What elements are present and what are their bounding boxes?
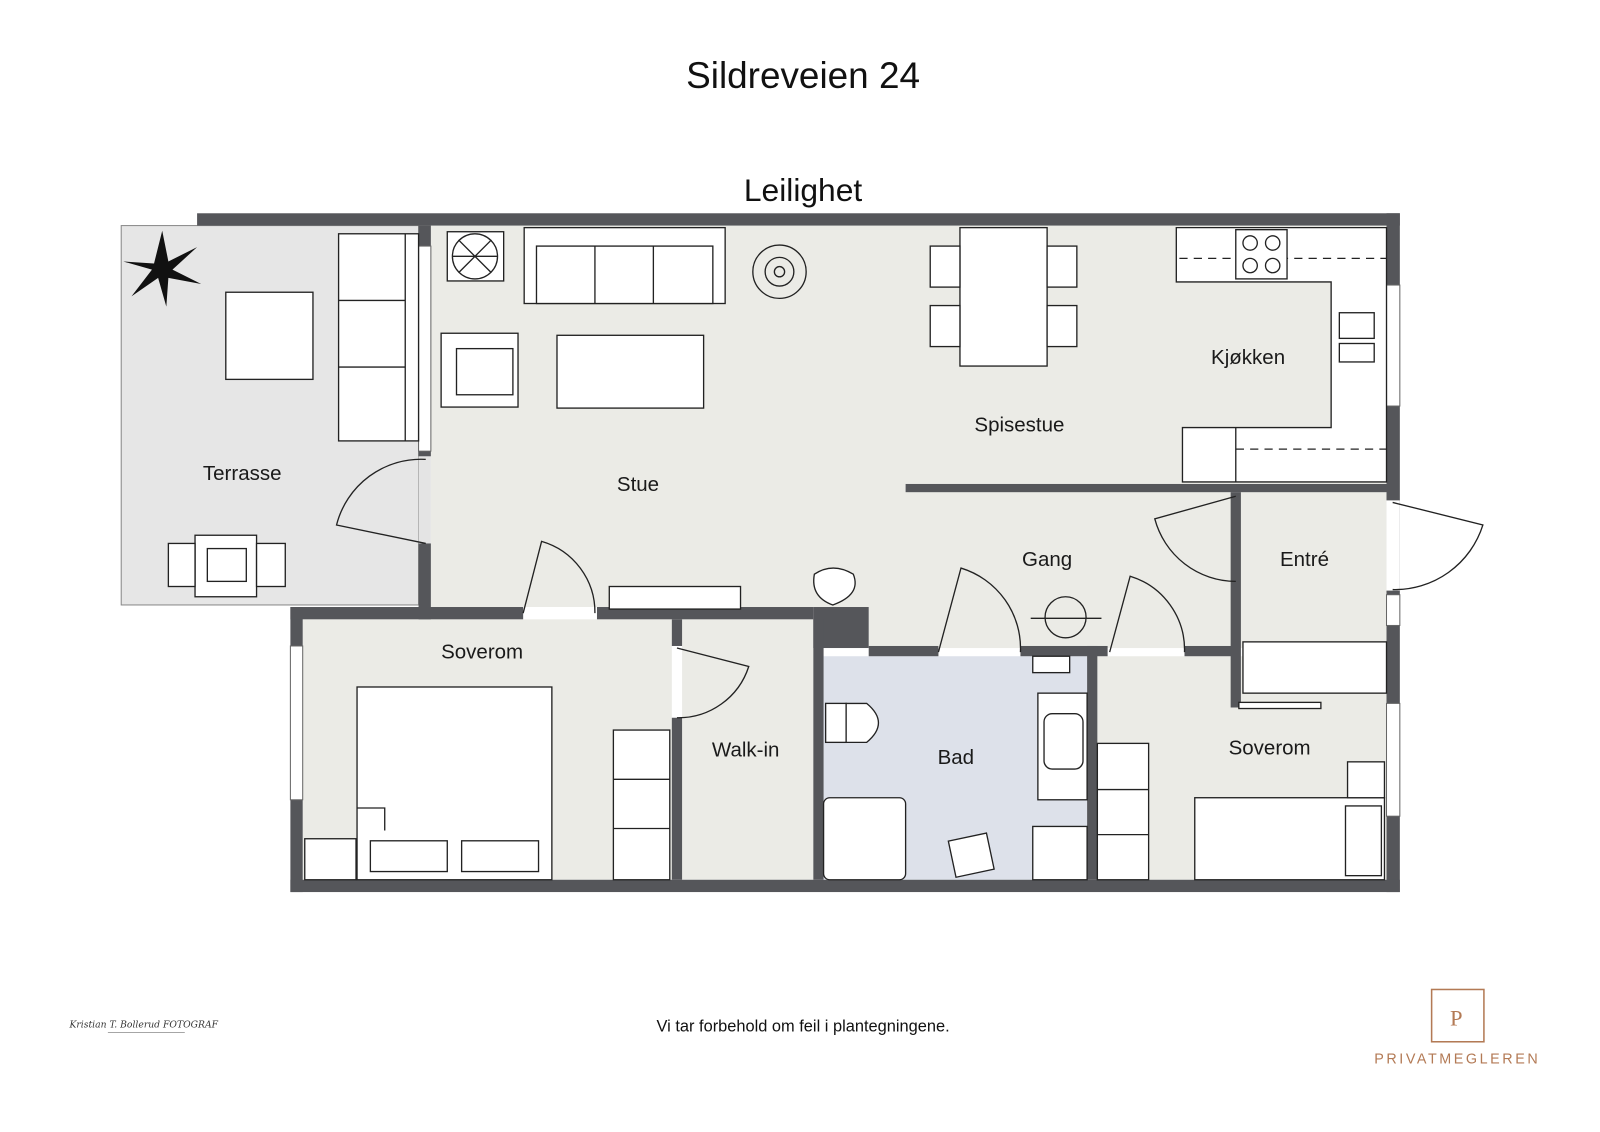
window xyxy=(1385,284,1401,407)
plant-icon xyxy=(752,244,807,300)
plant-icon xyxy=(123,230,202,307)
walkin-door[interactable] xyxy=(676,647,750,719)
doors xyxy=(335,458,1484,719)
fan-icon xyxy=(446,231,505,282)
bath-door[interactable] xyxy=(937,567,1022,653)
room-labels: Terrasse Stue Spisestue Kjøkken Gang Ent… xyxy=(203,346,1329,769)
floor-label: Leilighet xyxy=(744,172,863,208)
toilet-icon xyxy=(824,702,880,744)
room-label-soverom-2: Soverom xyxy=(1229,737,1311,760)
room-label-spisestue: Spisestue xyxy=(974,414,1064,437)
terrace-door[interactable] xyxy=(335,458,426,545)
room-label-soverom: Soverom xyxy=(441,640,523,663)
window xyxy=(289,645,304,801)
windows xyxy=(289,245,1401,817)
entrance-door[interactable] xyxy=(1392,501,1484,591)
entre-door[interactable] xyxy=(1153,495,1236,583)
terrace-chair xyxy=(167,534,286,598)
privatmegleren-logo: P PRIVATMEGLEREN xyxy=(1374,988,1540,1067)
plan-title: Sildreveien 24 xyxy=(686,55,920,96)
bedroom-door[interactable] xyxy=(522,540,596,614)
entrance-opening xyxy=(1386,500,1400,591)
table-icon xyxy=(1030,596,1102,639)
room-label-bad: Bad xyxy=(938,746,974,769)
bedroom2-door[interactable] xyxy=(1109,575,1186,653)
brand-name: PRIVATMEGLEREN xyxy=(1374,1051,1540,1067)
bed xyxy=(356,686,553,881)
furniture xyxy=(123,226,1388,881)
photographer-signature: Kristian T. Bollerud FOTOGRAF xyxy=(69,1019,219,1033)
terrace-door-opening xyxy=(418,456,431,544)
room-label-terrasse: Terrasse xyxy=(203,462,282,485)
logo-letter: P xyxy=(1450,1005,1463,1030)
window xyxy=(1385,702,1401,817)
room-label-kjokken: Kjøkken xyxy=(1211,346,1285,369)
walkin-floor xyxy=(682,619,814,880)
window xyxy=(418,245,432,452)
room-label-walkin: Walk-in xyxy=(712,739,780,762)
room-label-entre: Entré xyxy=(1280,548,1329,571)
hall-floor xyxy=(868,492,1387,649)
disclaimer: Vi tar forbehold om feil i plantegningen… xyxy=(657,1018,950,1036)
window xyxy=(1385,594,1401,626)
room-label-gang: Gang xyxy=(1022,548,1072,571)
kitchen-counter xyxy=(1175,226,1388,483)
photographer-signature-text: Kristian T. Bollerud FOTOGRAF xyxy=(69,1019,219,1030)
room-label-stue: Stue xyxy=(617,473,659,496)
